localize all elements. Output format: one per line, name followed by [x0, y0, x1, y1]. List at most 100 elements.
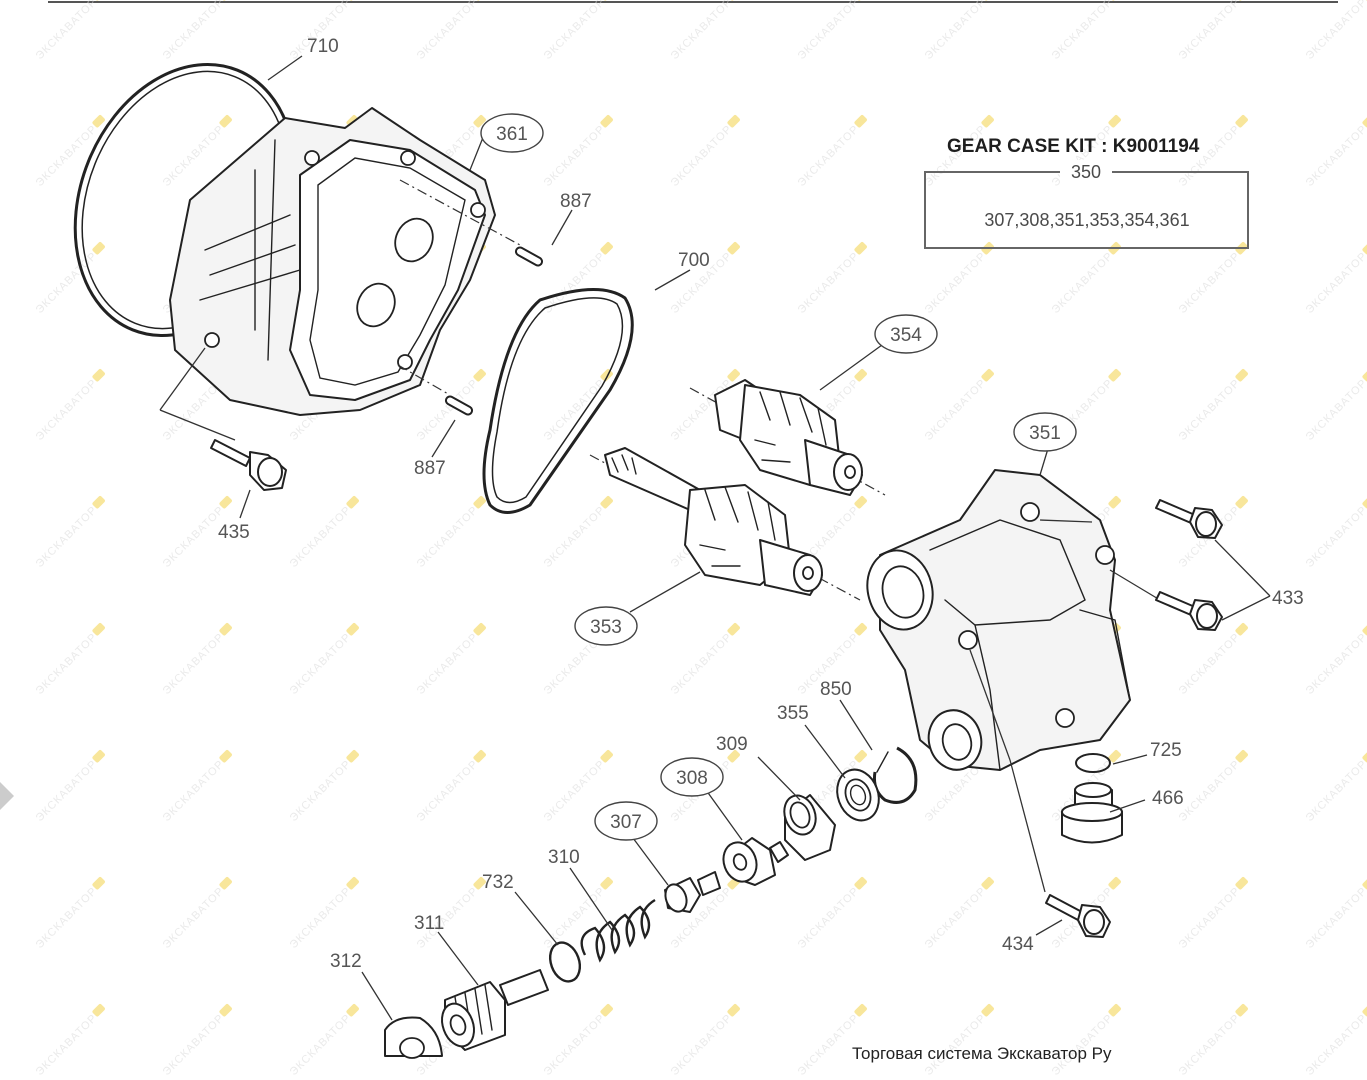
watermark-mark: ЭКСКАВАТОР [1050, 1003, 1121, 1078]
watermark-logo [219, 622, 232, 636]
callout-bubble-308 [660, 757, 724, 797]
watermark-mark: ЭКСКАВАТОР [288, 622, 359, 697]
drive-gear-shaft-353 [589, 447, 861, 601]
watermark-logo [346, 749, 359, 763]
watermark-logo [727, 241, 740, 255]
watermark-text: ЭКСКАВАТОР [1304, 377, 1367, 443]
callout-bubble-351 [1013, 412, 1077, 452]
watermark-mark: ЭКСКАВАТОР [923, 876, 994, 951]
watermark-text: ЭКСКАВАТОР [1177, 250, 1243, 316]
watermark-text: ЭКСКАВАТОР [796, 0, 862, 62]
callout-466: 466 [1152, 788, 1184, 809]
watermark-mark: ЭКСКАВАТОР [1304, 876, 1367, 951]
watermark-logo [219, 495, 232, 509]
watermark-text: ЭКСКАВАТОР [669, 631, 735, 697]
watermark-mark: ЭКСКАВАТОР [1304, 495, 1367, 570]
watermark-text: ЭКСКАВАТОР [34, 1012, 100, 1078]
watermark-mark: ЭКСКАВАТОР [796, 114, 867, 189]
watermark-text: ЭКСКАВАТОР [1304, 885, 1367, 951]
watermark-text: ЭКСКАВАТОР [34, 377, 100, 443]
watermark-mark: ЭКСКАВАТОР [288, 749, 359, 824]
watermark-text: ЭКСКАВАТОР [669, 1012, 735, 1078]
watermark-mark: ЭКСКАВАТОР [1177, 0, 1248, 62]
watermark-logo [473, 495, 486, 509]
watermark-logo [92, 495, 105, 509]
watermark-mark: ЭКСКАВАТОР [669, 114, 740, 189]
watermark-logo [92, 1003, 105, 1017]
spring-310 [580, 898, 656, 963]
watermark-logo [219, 749, 232, 763]
watermark-text: ЭКСКАВАТОР [161, 504, 227, 570]
valve-seat-308 [722, 837, 789, 886]
callout-bubble-307 [594, 801, 658, 841]
callout-887-lower: 887 [414, 458, 446, 479]
gear-case-body-351 [866, 469, 1131, 771]
callout-311: 311 [414, 913, 444, 934]
callout-bubble-361 [480, 113, 544, 153]
watermark-text: ЭКСКАВАТОР [1050, 0, 1116, 62]
poppet-307 [664, 871, 721, 913]
watermark-logo [1235, 749, 1248, 763]
watermark-text: ЭКСКАВАТОР [34, 885, 100, 951]
watermark-text: ЭКСКАВАТОР [796, 885, 862, 951]
watermark-mark: ЭКСКАВАТОР [669, 1003, 740, 1078]
callout-433: 433 [1272, 588, 1304, 609]
watermark-mark: ЭКСКАВАТОР [542, 114, 613, 189]
watermark-logo [473, 368, 486, 382]
watermark-mark: ЭКСКАВАТОР [1177, 368, 1248, 443]
watermark-logo [600, 749, 613, 763]
watermark-logo [981, 876, 994, 890]
watermark-text: ЭКСКАВАТОР [923, 377, 989, 443]
watermark-text: ЭКСКАВАТОР [669, 123, 735, 189]
watermark-mark: ЭКСКАВАТОР [796, 0, 867, 62]
watermark-mark: ЭКСКАВАТОР [34, 622, 105, 697]
kit-title: GEAR CASE KIT : K9001194 [947, 136, 1200, 157]
plug-466 [1061, 782, 1123, 844]
o-ring-725 [1075, 753, 1111, 773]
watermark-mark: ЭКСКАВАТОР [542, 876, 613, 951]
watermark-mark: ЭКСКАВАТОР [415, 749, 486, 824]
watermark-logo [1235, 876, 1248, 890]
callout-700: 700 [678, 250, 710, 271]
sleeve-309 [783, 794, 836, 861]
watermark-mark: ЭКСКАВАТОР [1177, 241, 1248, 316]
watermark-logo [981, 368, 994, 382]
watermark-logo [92, 241, 105, 255]
watermark-mark: ЭКСКАВАТОР [161, 1003, 232, 1078]
watermark-text: ЭКСКАВАТОР [161, 0, 227, 62]
bolt-435 [159, 347, 287, 491]
watermark-logo [1362, 876, 1367, 890]
watermark-mark: ЭКСКАВАТОР [34, 0, 105, 62]
dowel-pin-887-lower [397, 364, 473, 416]
watermark-text: ЭКСКАВАТОР [923, 250, 989, 316]
watermark-text: ЭКСКАВАТОР [415, 504, 481, 570]
watermark-text: ЭКСКАВАТОР [1304, 631, 1367, 697]
watermark-mark: ЭКСКАВАТОР [1050, 0, 1121, 62]
watermark-logo [92, 368, 105, 382]
watermark-logo [473, 114, 486, 128]
callout-887-upper: 887 [560, 191, 592, 212]
watermark-mark: ЭКСКАВАТОР [1304, 114, 1367, 189]
watermark-mark: ЭКСКАВАТОР [796, 1003, 867, 1078]
watermark-logo [1235, 622, 1248, 636]
watermark-text: ЭКСКАВАТОР [542, 123, 608, 189]
watermark-logo [854, 114, 867, 128]
callout-353: 353 [590, 617, 622, 638]
watermark-mark: ЭКСКАВАТОР [415, 622, 486, 697]
watermark-text: ЭКСКАВАТОР [542, 504, 608, 570]
watermark-mark: ЭКСКАВАТОР [161, 0, 232, 62]
watermark-logo [473, 622, 486, 636]
callout-312: 312 [330, 951, 362, 972]
callout-307: 307 [610, 812, 642, 833]
watermark-mark: ЭКСКАВАТОР [1304, 241, 1367, 316]
watermark-mark: ЭКСКАВАТОР [669, 0, 740, 62]
watermark-logo [219, 876, 232, 890]
watermark-text: ЭКСКАВАТОР [1304, 1012, 1367, 1078]
gear-case-housing-361 [169, 107, 496, 416]
watermark-mark: ЭКСКАВАТОР [923, 241, 994, 316]
watermark-mark: ЭКСКАВАТОР [669, 622, 740, 697]
watermark-logo [600, 241, 613, 255]
watermark-logo [1362, 114, 1367, 128]
watermark-text: ЭКСКАВАТОР [1177, 0, 1243, 62]
callout-310: 310 [548, 847, 580, 868]
